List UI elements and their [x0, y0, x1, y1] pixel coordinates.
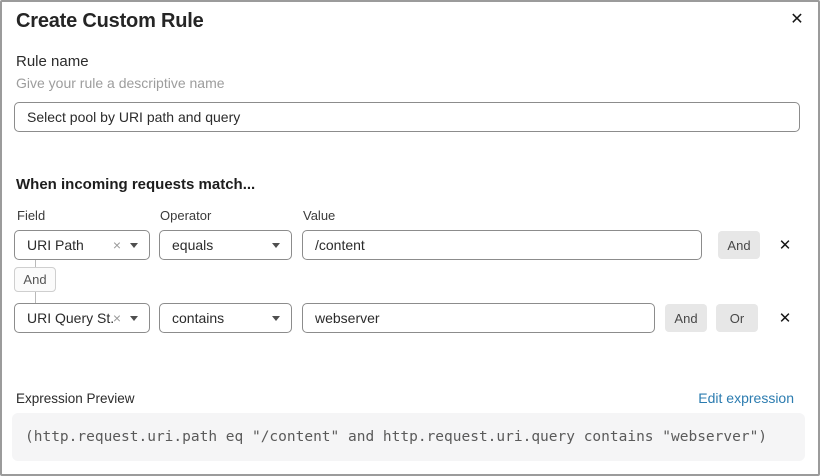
operator-select-row-1[interactable]: equals — [159, 230, 292, 260]
expression-code: (http.request.uri.path eq "/content" and… — [25, 429, 768, 445]
rule-name-input[interactable] — [14, 102, 800, 132]
and-button-row-2[interactable]: And — [665, 304, 707, 332]
field-select-row-1-value: URI Path — [27, 237, 84, 253]
operator-column-label: Operator — [160, 208, 212, 223]
value-input-row-1[interactable] — [302, 230, 702, 260]
dialog-title: Create Custom Rule — [16, 10, 204, 32]
and-button-row-1[interactable]: And — [718, 231, 760, 259]
chevron-down-icon — [130, 315, 138, 321]
chevron-down-icon — [272, 242, 280, 248]
field-column-label: Field — [17, 208, 46, 223]
value-input-row-2[interactable] — [302, 303, 655, 333]
remove-row-2-icon[interactable]: ✕ — [778, 310, 792, 327]
rule-name-label: Rule name — [16, 53, 89, 70]
match-heading: When incoming requests match... — [16, 176, 256, 193]
clear-selection-icon[interactable]: × — [112, 237, 121, 253]
and-connector-chip: And — [14, 267, 56, 292]
remove-row-1-icon[interactable]: ✕ — [778, 237, 792, 254]
expression-preview-label: Expression Preview — [16, 391, 135, 406]
operator-select-row-2[interactable]: contains — [159, 303, 292, 333]
chevron-down-icon — [130, 242, 138, 248]
edit-expression-link[interactable]: Edit expression — [698, 390, 794, 406]
close-icon[interactable]: ✕ — [790, 11, 804, 28]
field-select-row-2[interactable]: URI Query St... × — [14, 303, 150, 333]
value-column-label: Value — [303, 208, 336, 223]
or-button-row-2[interactable]: Or — [716, 304, 758, 332]
chevron-down-icon — [272, 315, 280, 321]
operator-select-row-1-value: equals — [172, 237, 214, 253]
operator-select-row-2-value: contains — [172, 310, 225, 326]
field-select-row-2-value: URI Query St... — [27, 310, 113, 326]
rule-name-hint: Give your rule a descriptive name — [16, 75, 225, 91]
clear-selection-icon[interactable]: × — [112, 310, 121, 326]
field-select-row-1[interactable]: URI Path × — [14, 230, 150, 260]
expression-preview-box: (http.request.uri.path eq "/content" and… — [12, 413, 805, 461]
